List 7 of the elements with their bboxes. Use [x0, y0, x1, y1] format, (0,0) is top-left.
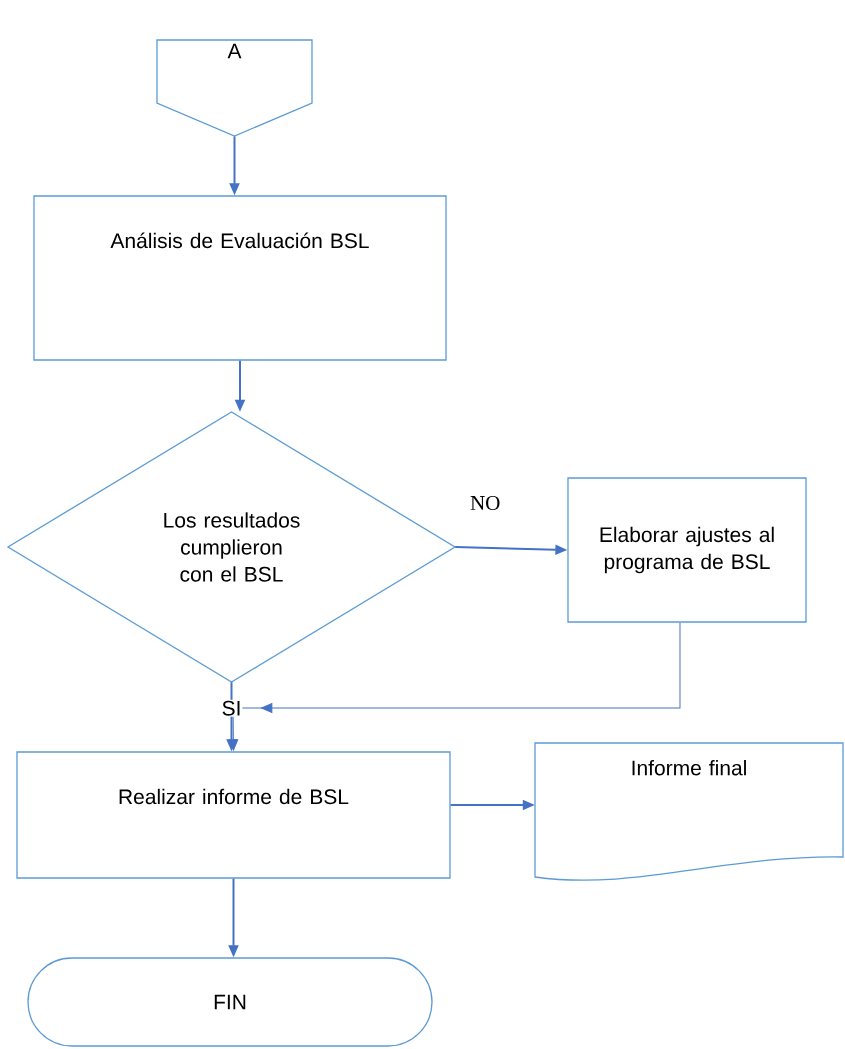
process-box: Análisis de Evaluación BSL: [33, 195, 447, 361]
arrow: [228, 622, 681, 751]
edge-label: NO: [469, 494, 502, 512]
process-box: Elaborar ajustes al programa de BSL: [567, 477, 807, 623]
off-page-connector: A: [156, 39, 313, 137]
process-box: Realizar informe de BSL: [16, 751, 451, 879]
edge-label: SI: [220, 699, 243, 717]
